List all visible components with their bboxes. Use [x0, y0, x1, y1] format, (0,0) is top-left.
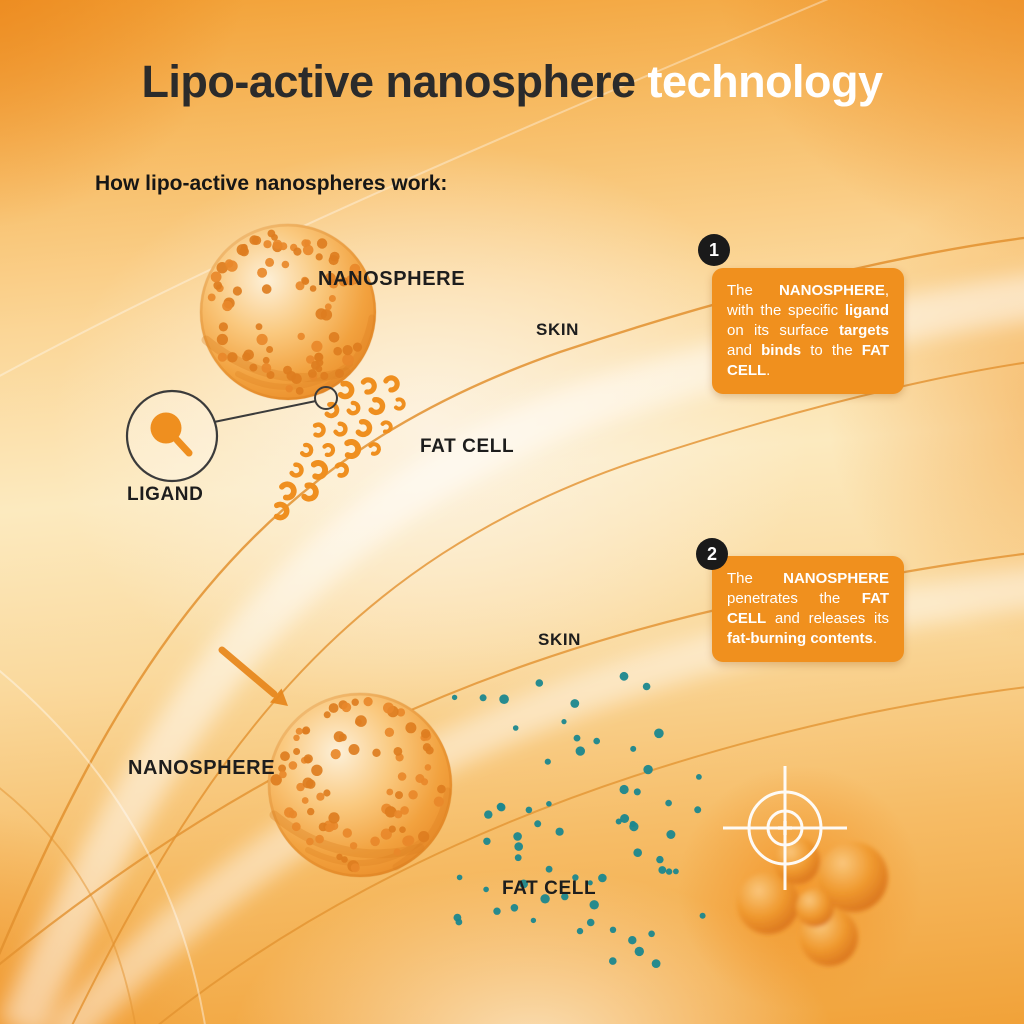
step-2-text: The NANOSPHERE penetrates the FAT CELL a… — [727, 570, 889, 648]
label-nanosphere-top: NANOSPHERE — [318, 268, 466, 290]
label-skin-bottom: SKIN — [538, 630, 582, 649]
teal-particles — [451, 671, 706, 968]
label-ligand: LIGAND — [127, 484, 204, 505]
step-1-badge: 1 — [698, 234, 730, 266]
ligand-callout — [125, 386, 338, 483]
step-2-card: The NANOSPHERE penetrates the FAT CELL a… — [712, 556, 904, 663]
step-2-badge: 2 — [696, 538, 728, 570]
page-title: Lipo-active nanosphere technology — [0, 56, 1024, 108]
target-crosshair-icon — [723, 766, 847, 890]
title-light-part: technology — [635, 56, 884, 107]
arrow-icon — [218, 646, 288, 706]
nanosphere-bottom-illustration — [267, 692, 453, 878]
label-skin-top: SKIN — [536, 320, 580, 339]
label-nanosphere-bottom: NANOSPHERE — [128, 757, 276, 779]
title-dark-part: Lipo-active nanosphere — [141, 56, 636, 107]
callout-connector-line — [213, 400, 317, 423]
step-1-text: The NANOSPHERE, with the specific ligand… — [727, 282, 889, 380]
label-fat-cell-top: FAT CELL — [420, 436, 515, 457]
label-fat-cell-bottom: FAT CELL — [502, 878, 597, 899]
step-1-card: The NANOSPHERE, with the specific ligand… — [712, 268, 904, 395]
callout-target-circle — [314, 386, 338, 410]
nanosphere-top-illustration — [199, 223, 377, 401]
fat-cell-cluster — [737, 838, 888, 966]
subtitle: How lipo-active nanospheres work: — [95, 172, 448, 195]
ligand-magnifier-icon — [150, 412, 193, 457]
